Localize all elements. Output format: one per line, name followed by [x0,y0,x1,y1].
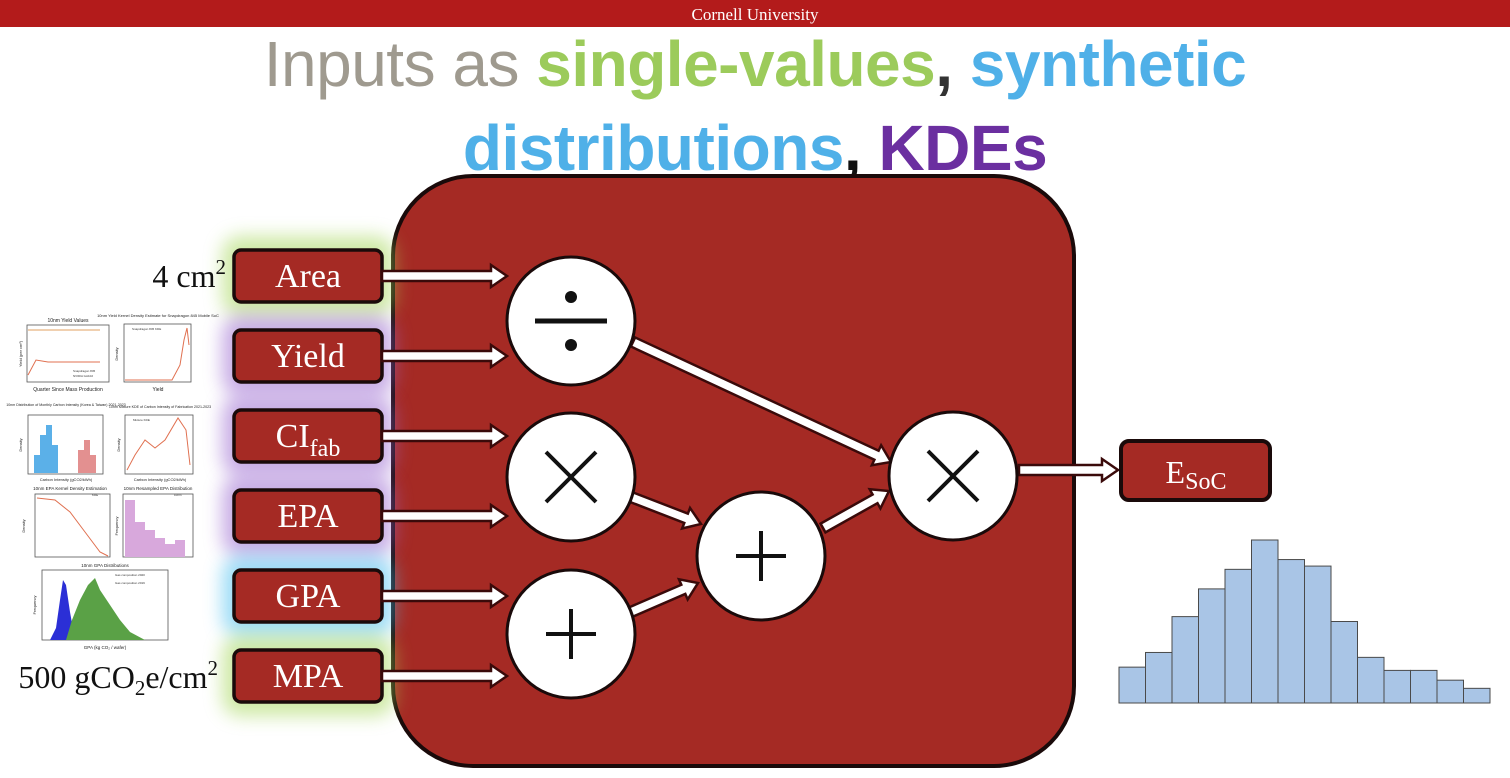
title-segment-single-values: single-values [536,28,936,100]
svg-text:NVIDIA GA102: NVIDIA GA102 [73,374,93,378]
histogram-bar [1145,651,1173,704]
arrow [629,335,894,467]
title-segment-synthetic: synthetic [969,28,1247,100]
mini-plot-gpa-distributions: 10nm GPA Distributions GPA (kg CO₂ / waf… [32,563,169,650]
histogram-bar [1330,621,1358,704]
histogram-bar [1463,687,1491,704]
svg-text:Carbon Intensity (gCO2/kWh): Carbon Intensity (gCO2/kWh) [40,477,93,482]
mini-plot-yield-values: 10nm Yield Values Quarter Since Mass Pro… [18,318,110,393]
input-box-epa: EPA [232,488,384,544]
input-box-gpa: GPA [232,568,384,624]
svg-text:10nm Resampled EPA Distributio: 10nm Resampled EPA Distribution [124,486,193,491]
svg-text:10nm GPA Distributions: 10nm GPA Distributions [81,563,129,568]
svg-text:10nm Mixture KDE of Carbon Int: 10nm Mixture KDE of Carbon Intensity of … [109,405,211,409]
svg-text:Frequency: Frequency [114,517,119,536]
histogram-bar [1304,565,1332,704]
input-label: EPA [277,498,339,535]
input-label: GPA [276,578,341,615]
histogram-bar [1357,656,1385,704]
operator-add-center [695,490,827,622]
arrow [380,662,510,690]
title-line-2: distributions, KDEs [0,106,1510,190]
input-label: CIfab [276,418,341,462]
svg-text:Density: Density [18,438,23,451]
svg-text:10nm Distribution of Monthly C: 10nm Distribution of Monthly Carbon Inte… [6,403,125,407]
histogram-bar [1118,666,1146,704]
svg-text:GPA (kg CO₂ / wafer): GPA (kg CO₂ / wafer) [84,645,127,650]
histogram-bar [1171,616,1199,704]
svg-text:Frequency: Frequency [32,596,37,615]
title-segment-distributions: distributions [462,112,845,184]
operator-multiply-final [887,410,1019,542]
input-box-mpa: MPA [232,648,384,704]
title-segment: , [935,28,970,100]
input-label: Area [275,258,341,295]
output-esoc-box: ESoC [1119,439,1272,502]
svg-text:10nm EPA Kernel Density Estima: 10nm EPA Kernel Density Estimation [33,486,107,491]
input-box-area: Area [232,248,384,304]
operator-divide [505,255,637,387]
title-line-1: Inputs as single-values, synthetic [0,22,1510,106]
mpa-single-value: 500 gCO2e/cm2 [18,656,218,700]
divide-dot [565,291,577,303]
svg-text:10nm Yield Kernel Density Esti: 10nm Yield Kernel Density Estimate for S… [97,313,219,318]
svg-text:Density: Density [21,519,26,532]
area-single-value: 4 cm2 [152,255,226,294]
operator-multiply-ci [505,411,637,543]
arrow [1017,456,1121,484]
output-histogram [1118,539,1491,704]
slide-title: Inputs as single-values, synthetic distr… [0,22,1510,190]
svg-text:Density: Density [116,438,121,451]
input-box-ci: CIfab [232,408,384,464]
svg-text:KDE: KDE [92,493,98,497]
svg-text:Snapdragon 845: Snapdragon 845 [73,369,96,373]
arrows [380,262,1121,690]
svg-text:Carbon Intensity (gCO2/kWh): Carbon Intensity (gCO2/kWh) [134,477,187,482]
arrow [380,582,510,610]
svg-text:Snapdragon 845 KDE: Snapdragon 845 KDE [132,327,161,331]
input-label: Yield [271,338,345,375]
title-segment-kdes: KDEs [878,112,1048,184]
histogram-bar [1436,679,1464,704]
svg-text:10nm: 10nm [174,493,182,497]
mini-plot-ci-mixture-kde: 10nm Mixture KDE of Carbon Intensity of … [109,405,211,482]
mini-plot-epa-resampled: 10nm Resampled EPA Distribution Frequenc… [114,486,194,558]
arrow [380,422,510,450]
output-label: ESoC [1166,454,1227,495]
title-segment: , [843,112,879,184]
input-box-yield: Yield [232,328,384,384]
svg-text:Density: Density [114,347,119,360]
mini-plot-yield-kde: 10nm Yield Kernel Density Estimate for S… [97,313,219,393]
arrow [818,487,891,535]
svg-text:10nm Yield Values: 10nm Yield Values [47,318,89,324]
input-label: MPA [273,658,344,695]
title-segment: Inputs as [263,28,537,100]
operator-add-gpa [505,568,637,700]
histogram-bar [1383,669,1411,704]
arrow [627,490,704,531]
arrow [380,342,510,370]
svg-text:Yield: Yield [153,387,164,393]
arrow [380,502,510,530]
histogram-bar [1198,588,1226,704]
histogram-bar [1251,539,1279,704]
arrow [627,577,701,619]
svg-text:Quarter Since Mass Production: Quarter Since Mass Production [33,387,103,393]
svg-text:Yield (per cm²): Yield (per cm²) [18,340,23,367]
histogram-bar [1410,669,1438,704]
institution-header: Cornell University [0,0,1510,27]
mini-plot-ci-distribution: 10nm Distribution of Monthly Carbon Inte… [6,403,125,482]
svg-text:Gas composition 2020: Gas composition 2020 [115,573,145,577]
input-glows [222,236,394,716]
arrow [380,262,510,290]
svg-text:Gas composition 2019: Gas composition 2019 [115,581,145,585]
histogram-bar [1277,559,1305,704]
mini-plot-epa-kde: 10nm EPA Kernel Density Estimation Densi… [21,486,111,558]
divide-dot [565,339,577,351]
histogram-bar [1224,568,1252,704]
svg-text:Mixture KDE: Mixture KDE [133,418,150,422]
